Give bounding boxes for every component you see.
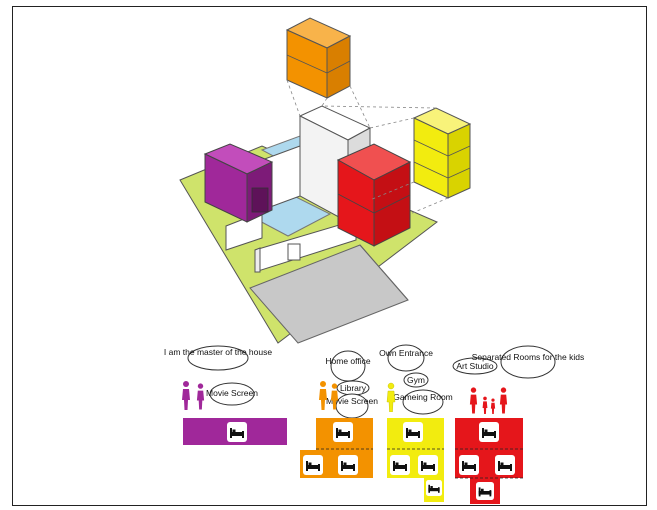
speech-text: Movie Screen xyxy=(206,388,258,398)
speech-bubble xyxy=(452,357,498,375)
reading-icon xyxy=(338,455,358,475)
door-icon xyxy=(476,482,494,500)
speech-text: Home office xyxy=(325,356,370,366)
bed-icon xyxy=(479,422,499,442)
site-plan xyxy=(179,17,472,344)
game-icon xyxy=(418,455,438,475)
speech-bubble xyxy=(187,345,249,371)
speech-text: Library xyxy=(340,383,367,393)
projection-lines xyxy=(286,79,449,215)
desk-icon xyxy=(303,455,323,475)
grandparents-group: I am the master of the house Movie Scree… xyxy=(164,345,287,445)
speech-bubble xyxy=(403,372,429,388)
bed-icon xyxy=(403,422,423,442)
speech-text: I am the master of the house xyxy=(164,347,272,357)
speech-bubble xyxy=(402,389,444,415)
speech-bubble xyxy=(209,382,255,406)
shared-group: Own Entrance Gym Gameing Room xyxy=(379,344,453,502)
person-icon xyxy=(182,381,205,410)
speech-text: Movie Screen xyxy=(326,396,378,406)
bed-icon xyxy=(333,422,353,442)
bed-icon xyxy=(459,455,479,475)
speech-text: Art Studio xyxy=(456,361,494,371)
person-icon xyxy=(469,387,508,414)
kids-group: Art Studio Separated Rooms for the kids xyxy=(452,345,584,504)
parents-group: Home office Library Movie Screen xyxy=(300,350,378,478)
speech-text: Gameing Room xyxy=(393,392,453,402)
bed-icon xyxy=(227,422,247,442)
gym-icon xyxy=(390,455,410,475)
speech-text: Own Entrance xyxy=(379,348,433,358)
person-icon xyxy=(386,382,396,412)
running-icon xyxy=(426,480,442,496)
bed-icon xyxy=(495,455,515,475)
speech-bubble xyxy=(387,344,425,372)
speech-text: Gym xyxy=(407,375,425,385)
speech-text: Separated Rooms for the kids xyxy=(472,352,584,362)
speech-bubble xyxy=(500,345,556,379)
